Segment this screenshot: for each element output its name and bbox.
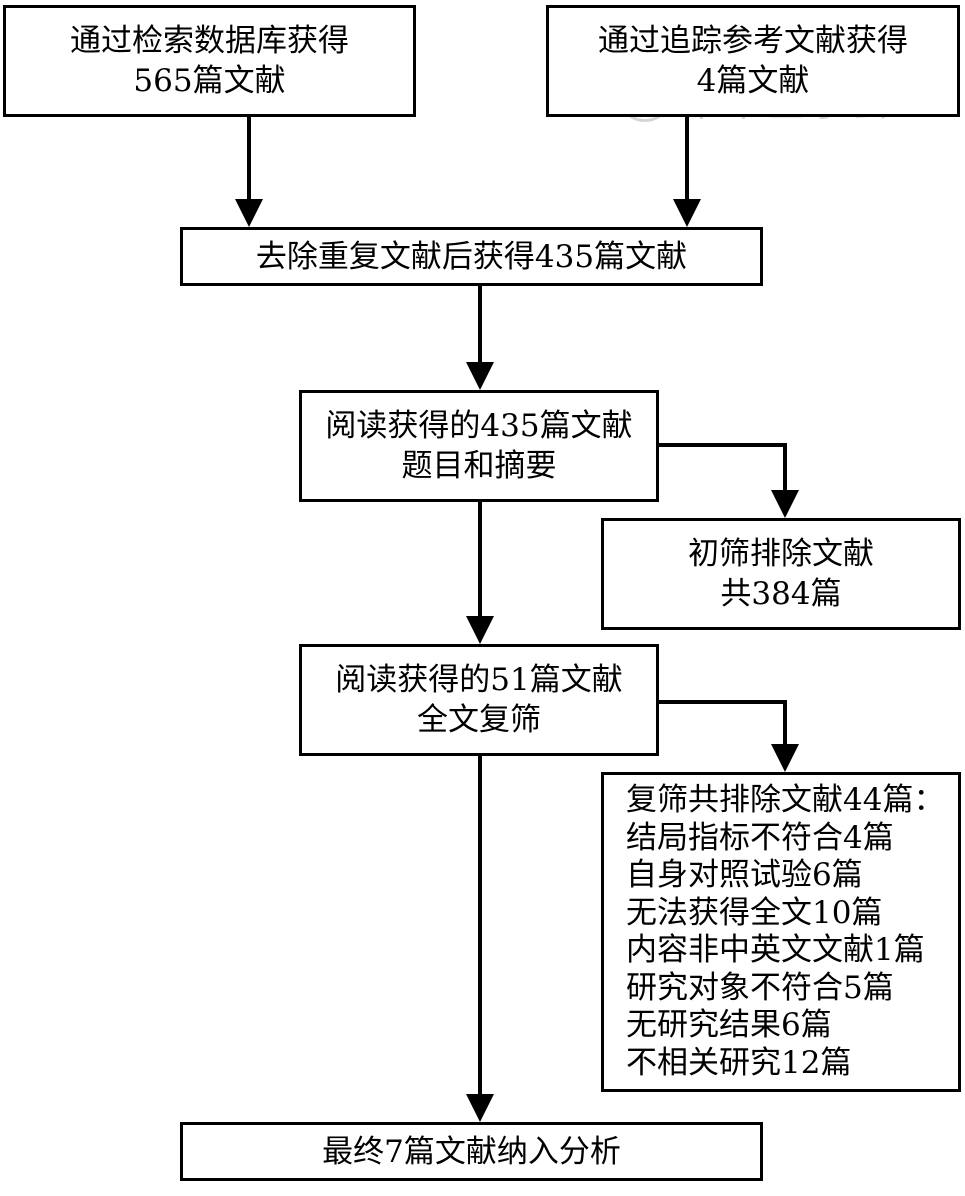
fulltext-screen-box: 阅读获得的51篇文献 全文复筛 <box>299 644 659 756</box>
connector-dedup-down <box>478 286 482 362</box>
arrow-to-final <box>466 1094 494 1122</box>
reference-tracking-line1: 通过追踪参考文献获得 <box>598 23 908 59</box>
second-exclude-line: 无研究结果6篇 <box>626 1007 832 1043</box>
reference-tracking-line2: 4篇文献 <box>696 63 810 99</box>
fulltext-screen-line1: 阅读获得的51篇文献 <box>335 662 623 698</box>
connector-database-down <box>247 117 251 199</box>
connector-references-down <box>685 117 689 199</box>
connector-fulltext-right <box>659 700 787 704</box>
second-exclude-line: 研究对象不符合5篇 <box>626 969 894 1006</box>
second-exclude-line: 自身对照试验6篇 <box>626 857 863 893</box>
second-exclude-line: 无法获得全文10篇 <box>626 894 883 931</box>
initial-exclude-line1: 初筛排除文献 <box>688 536 874 572</box>
arrow-references-to-dedup <box>673 199 701 227</box>
reference-tracking-box: 通过追踪参考文献获得 4篇文献 <box>546 5 960 117</box>
dedup-box: 去除重复文献后获得435篇文献 <box>180 227 763 286</box>
connector-second-exclude-down <box>783 700 787 744</box>
connector-title-screen-right <box>659 443 787 447</box>
database-search-box: 通过检索数据库获得 565篇文献 <box>3 5 416 117</box>
arrow-dedup-to-title-screen <box>466 362 494 390</box>
arrow-to-initial-exclude <box>771 490 799 518</box>
second-exclude-line: 复筛共排除文献44篇： <box>626 782 945 818</box>
database-search-line1: 通过检索数据库获得 <box>70 23 349 59</box>
connector-initial-exclude-down <box>783 443 787 490</box>
fulltext-screen-line2: 全文复筛 <box>417 702 541 738</box>
final-inclusion-box: 最终7篇文献纳入分析 <box>180 1122 763 1181</box>
title-abstract-screen-box: 阅读获得的435篇文献 题目和摘要 <box>299 390 659 502</box>
second-exclusion-box: 复筛共排除文献44篇： 结局指标不符合4篇 自身对照试验6篇 无法获得全文10篇… <box>601 772 961 1092</box>
second-exclude-line: 结局指标不符合4篇 <box>626 819 894 856</box>
database-search-line2: 565篇文献 <box>133 63 286 99</box>
dedup-line1: 去除重复文献后获得435篇文献 <box>255 238 688 275</box>
connector-fulltext-down <box>478 756 482 1094</box>
connector-title-screen-down <box>478 502 482 616</box>
second-exclude-line: 内容非中英文文献1篇 <box>626 932 925 968</box>
second-exclude-line: 不相关研究12篇 <box>626 1044 852 1081</box>
initial-exclude-line2: 共384篇 <box>720 576 842 612</box>
title-screen-line2: 题目和摘要 <box>401 448 557 484</box>
arrow-to-second-exclude <box>771 744 799 772</box>
arrow-to-fulltext-screen <box>466 616 494 644</box>
initial-exclusion-box: 初筛排除文献 共384篇 <box>601 518 961 630</box>
final-line1: 最终7篇文献纳入分析 <box>322 1133 621 1170</box>
title-screen-line1: 阅读获得的435篇文献 <box>325 408 633 444</box>
arrow-database-to-dedup <box>235 199 263 227</box>
